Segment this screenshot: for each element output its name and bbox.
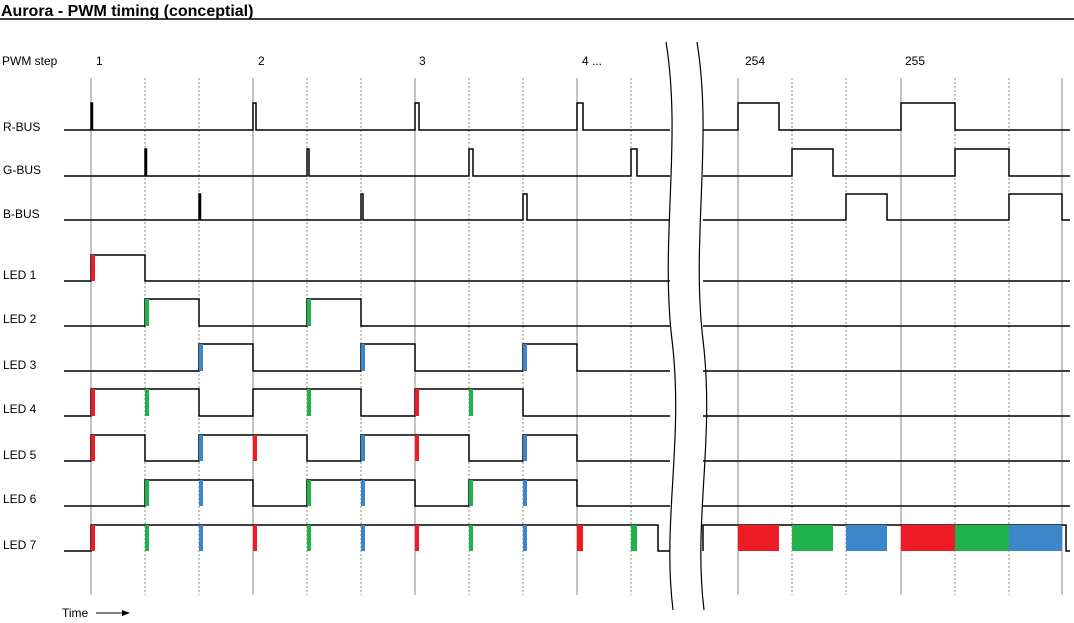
mark-led-2-g [307, 299, 311, 326]
waveform-led-3-left [64, 343, 670, 372]
mark-led-7-r [253, 525, 257, 551]
waveform-r-bus-right [703, 102, 1070, 131]
mark-led-6-g [469, 480, 473, 506]
mark-led-7-g [469, 525, 473, 551]
mark-led-7-r [91, 525, 95, 551]
mark-led-4-g [307, 389, 311, 416]
step-label-3: 3 [419, 54, 426, 68]
waveform-led-7-left [64, 524, 670, 552]
mark-led-4-g [145, 389, 149, 416]
mark-led-7-g [307, 525, 311, 551]
waveform-g-bus-left [64, 148, 670, 177]
row-label-led-1: LED 1 [3, 268, 37, 282]
mark-led-3-b [199, 344, 203, 371]
row-label-led-4: LED 4 [3, 402, 37, 416]
mark-led-6-b [361, 480, 365, 506]
color-marks [91, 255, 1062, 551]
mark-led-1-r [91, 255, 95, 281]
mark-led-7-b [199, 525, 203, 551]
mark-led-3-b [361, 344, 365, 371]
waveform-g-bus-right [703, 148, 1070, 177]
block-led-7-g [955, 525, 1009, 551]
mark-led-5-r [415, 435, 419, 461]
waveform-led-4-left [64, 388, 670, 417]
step-label-4: 4 ... [582, 54, 602, 68]
step-label-255: 255 [905, 54, 925, 68]
block-led-7-r [901, 525, 955, 551]
mark-led-7-g [631, 525, 637, 551]
mark-led-3-b [523, 344, 527, 371]
mark-led-6-g [307, 480, 311, 506]
row-label-led-7: LED 7 [3, 538, 37, 552]
waveforms [64, 102, 1070, 552]
mark-led-6-g [145, 480, 149, 506]
time-grid [90, 78, 1063, 595]
mark-led-5-r [91, 435, 95, 461]
block-led-7-g [792, 525, 833, 551]
mark-led-4-g [469, 389, 473, 416]
mark-led-6-b [199, 480, 203, 506]
mark-led-7-g [145, 525, 149, 551]
waveform-r-bus-left [64, 102, 670, 131]
mark-led-5-b [199, 435, 203, 461]
mark-led-5-b [523, 435, 527, 461]
waveform-led-2-left [64, 298, 670, 327]
row-label-led-2: LED 2 [3, 312, 37, 326]
time-axis-label: Time [62, 606, 89, 620]
row-label-r-bus: R-BUS [3, 120, 40, 134]
row-label-b-bus: B-BUS [3, 207, 40, 221]
diagram-title: Aurora - PWM timing (conceptial) [1, 3, 253, 20]
step-label-254: 254 [745, 54, 765, 68]
row-label-g-bus: G-BUS [3, 163, 41, 177]
mark-led-2-g [145, 299, 149, 326]
row-label-led-6: LED 6 [3, 492, 37, 506]
mark-led-5-r [253, 435, 257, 461]
waveform-led-7-right [702, 524, 1070, 552]
mark-led-7-r [577, 525, 583, 551]
row-label-led-3: LED 3 [3, 358, 37, 372]
block-led-7-b [1009, 525, 1062, 551]
mark-led-7-b [523, 525, 527, 551]
block-led-7-r [738, 525, 779, 551]
waveform-led-6-left [64, 479, 670, 507]
waveform-b-bus-right [703, 193, 1070, 221]
mark-led-6-b [523, 480, 527, 506]
axis-break [665, 41, 708, 611]
row-label-led-5: LED 5 [3, 448, 37, 462]
mark-led-4-r [91, 389, 95, 416]
mark-led-7-b [361, 525, 365, 551]
step-label-2: 2 [258, 54, 265, 68]
pwm-step-label: PWM step [2, 54, 58, 68]
waveform-b-bus-left [64, 193, 670, 221]
step-label-1: 1 [96, 54, 103, 68]
mark-led-4-r [415, 389, 419, 416]
time-arrow-icon [96, 610, 130, 616]
waveform-led-1-left [64, 254, 670, 282]
block-led-7-b [846, 525, 887, 551]
mark-led-5-b [361, 435, 365, 461]
waveform-led-5-left [64, 434, 670, 462]
mark-led-7-r [415, 525, 419, 551]
